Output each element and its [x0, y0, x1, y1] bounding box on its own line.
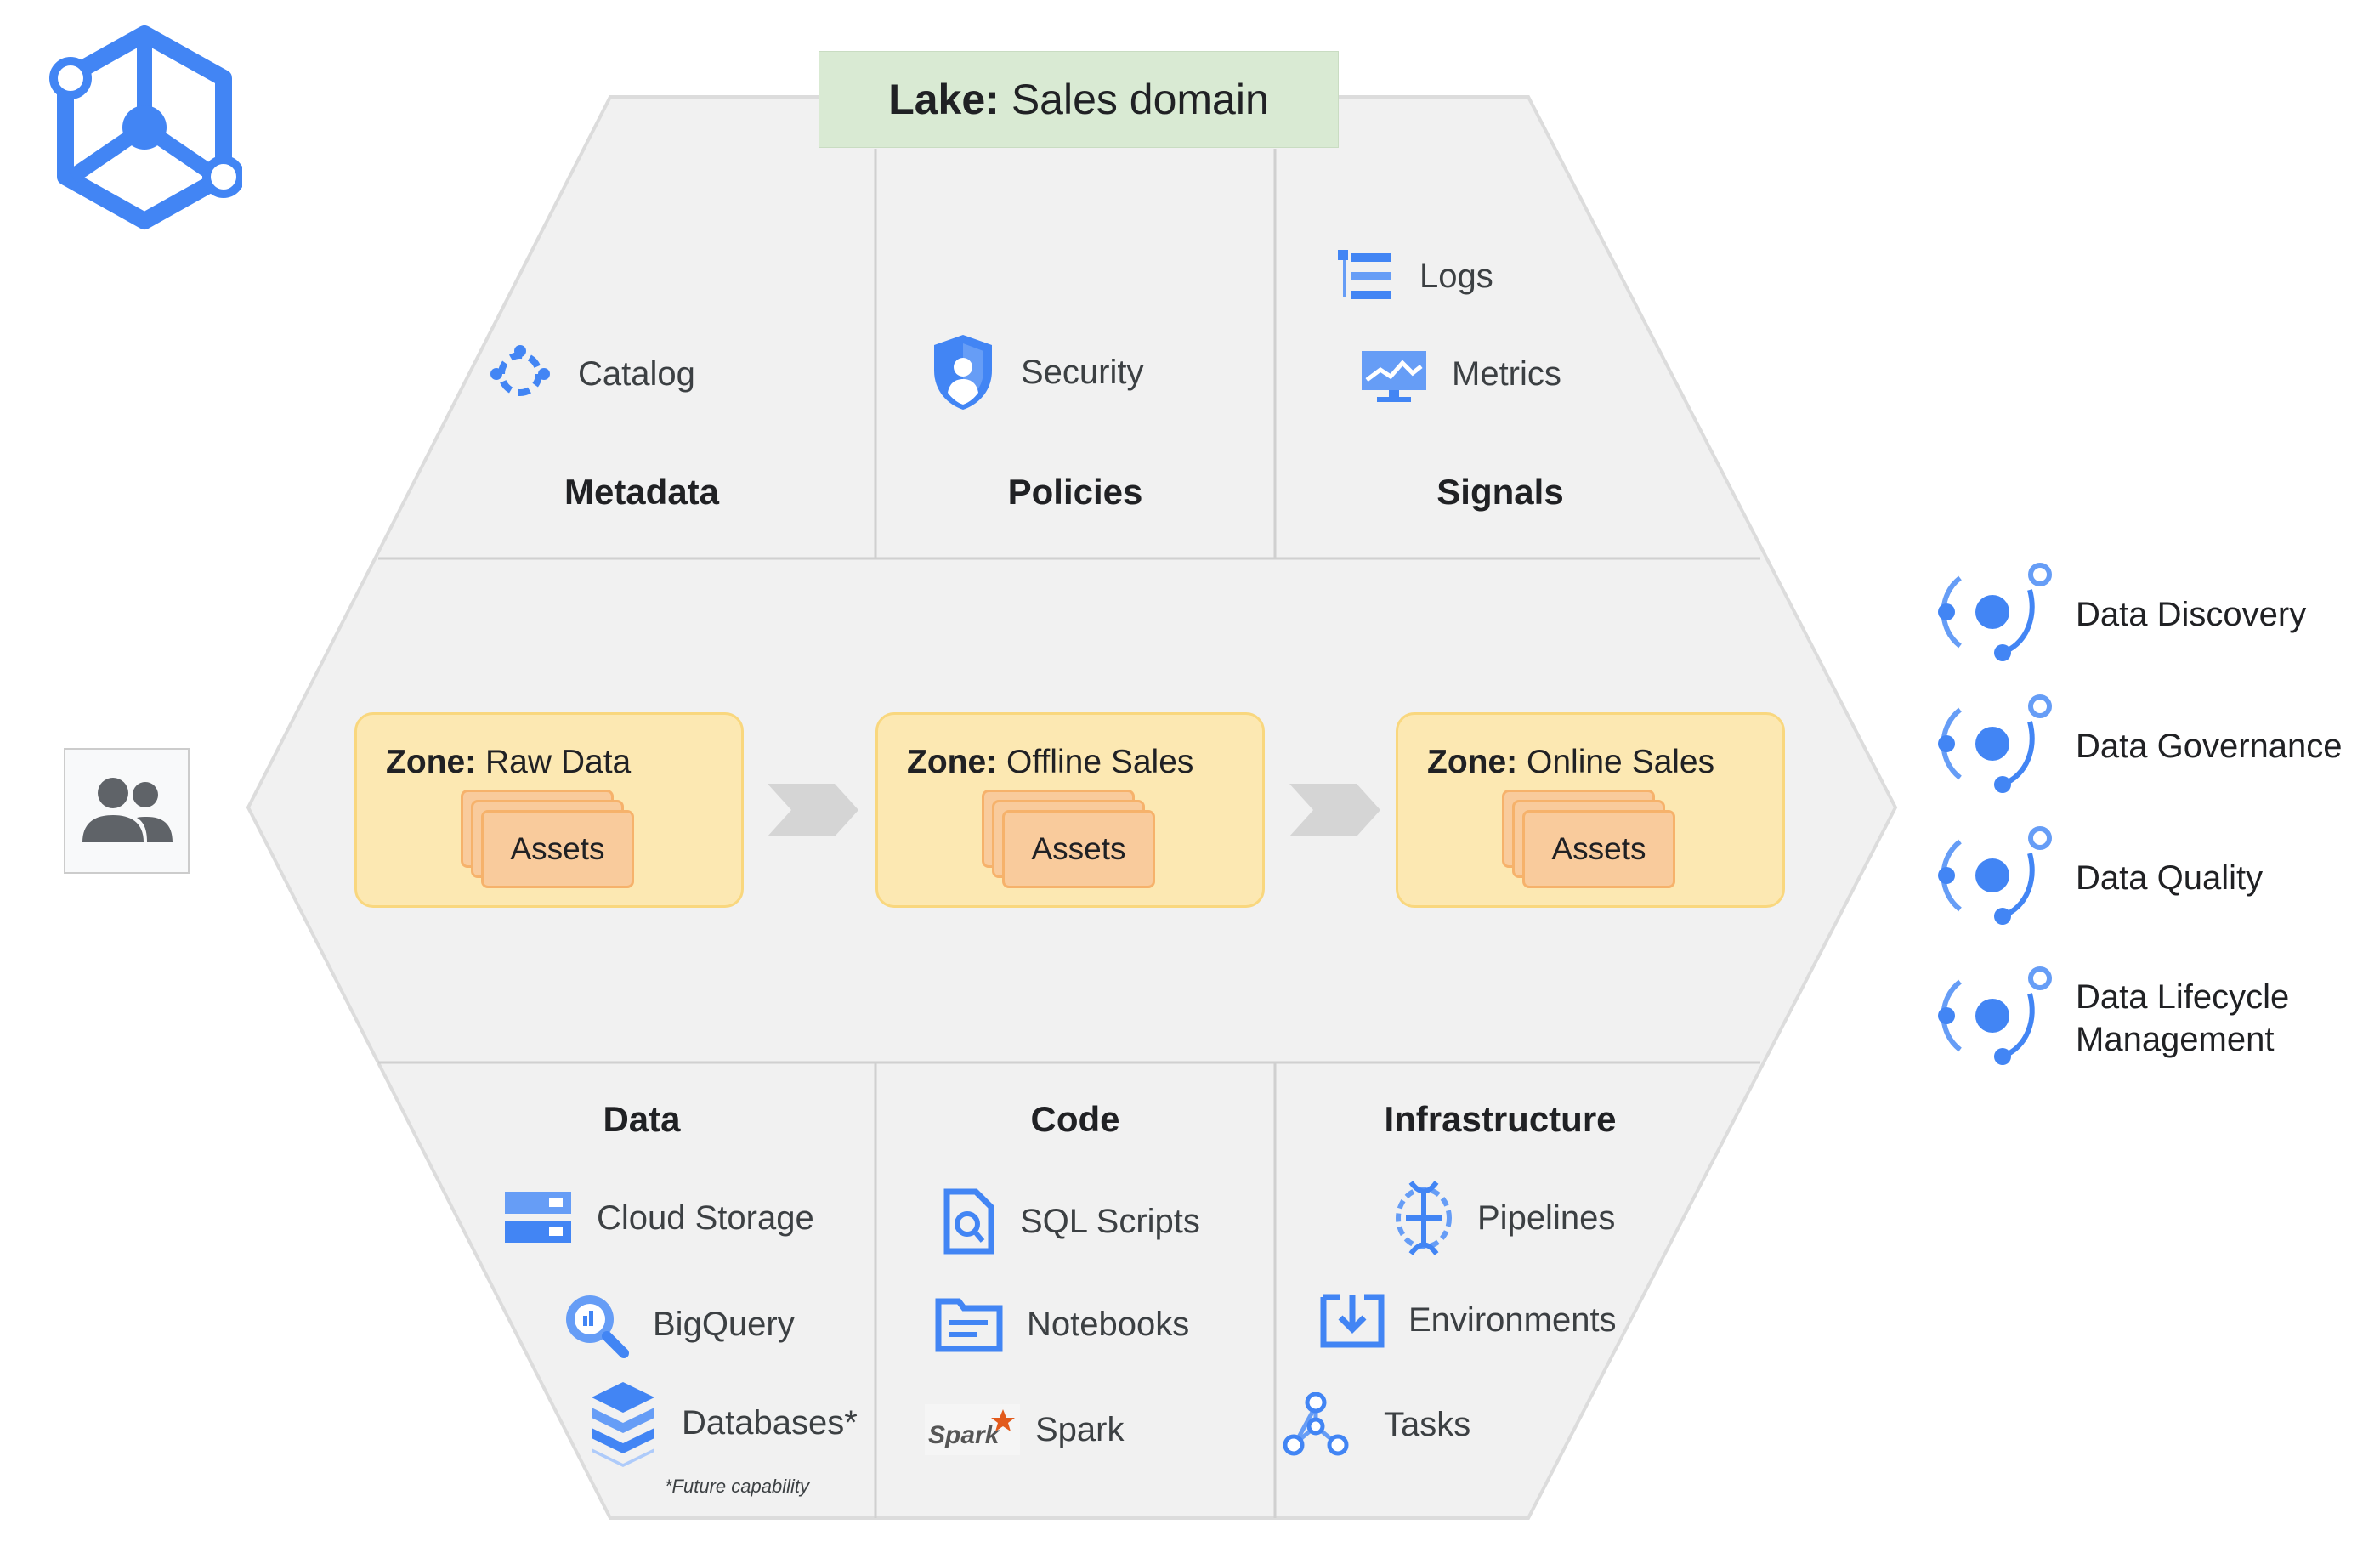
zone-label: Zone: Raw Data	[386, 744, 631, 781]
dataplex-logo-icon	[47, 25, 245, 234]
pipelines-item: Pipelines	[1394, 1177, 1615, 1259]
catalog-label: Catalog	[578, 354, 695, 393]
chevron-arrow-1	[768, 784, 858, 836]
logs-label: Logs	[1420, 257, 1493, 295]
spark-logo: Spark	[925, 1404, 1020, 1455]
notebooks-item: Notebooks	[935, 1296, 1189, 1352]
sql-scripts-item: SQL Scripts	[942, 1188, 1200, 1255]
lake-title: Lake: Sales domain	[819, 51, 1339, 148]
capability-orbit-icon	[1930, 965, 2057, 1071]
spark-item: Spark Spark	[925, 1404, 1125, 1455]
lake-title-text: Sales domain	[1011, 76, 1269, 123]
bigquery-icon	[561, 1290, 629, 1358]
zone-name: Raw Data	[485, 744, 632, 780]
databases-label: Databases*	[682, 1403, 858, 1442]
capability-orbit-icon	[1930, 561, 2057, 667]
environments-item: Environments	[1320, 1292, 1617, 1348]
future-capability-footnote: *Future capability	[665, 1476, 809, 1497]
sql-script-icon	[942, 1188, 996, 1255]
section-label-data: Data	[603, 1099, 681, 1139]
capability-data-lifecycle: Data Lifecycle Management	[1930, 965, 2331, 1071]
cloud-storage-label: Cloud Storage	[597, 1198, 814, 1237]
zone-prefix: Zone:	[386, 744, 477, 780]
notebooks-label: Notebooks	[1027, 1305, 1190, 1343]
pipelines-icon	[1394, 1177, 1454, 1259]
section-label-signals: Signals	[1436, 472, 1564, 512]
logs-icon	[1334, 246, 1396, 306]
capability-label: Data Quality	[2076, 858, 2264, 897]
security-item: Security	[929, 331, 1144, 413]
databases-item: Databases*	[588, 1379, 858, 1467]
capability-orbit-icon	[1930, 824, 2057, 931]
bigquery-item: BigQuery	[561, 1290, 795, 1358]
users-icon	[76, 771, 178, 852]
tasks-item: Tasks	[1282, 1392, 1470, 1457]
capability-label: Data Lifecycle Management	[2076, 977, 2290, 1058]
asset-card: Assets	[481, 810, 634, 888]
shield-icon	[929, 331, 997, 413]
chevron-arrow-2	[1289, 784, 1380, 836]
section-label-metadata: Metadata	[564, 472, 720, 512]
capability-data-quality: Data Quality	[1930, 824, 2263, 931]
zone-label: Zone: Online Sales	[1427, 744, 1714, 781]
section-label-code: Code	[1030, 1099, 1120, 1139]
capability-label: Data Governance	[2076, 727, 2343, 765]
zone-label: Zone: Offline Sales	[907, 744, 1193, 781]
lake-title-prefix: Lake:	[888, 76, 1000, 123]
cloud-storage-icon	[503, 1188, 573, 1248]
catalog-item: Catalog	[486, 344, 695, 404]
capability-orbit-icon	[1930, 693, 2057, 799]
section-label-policies: Policies	[1007, 472, 1143, 512]
capability-data-discovery: Data Discovery	[1930, 561, 2306, 667]
capability-label: Data Discovery	[2076, 595, 2307, 633]
asset-card: Assets	[1002, 810, 1155, 888]
zone-online-sales: Zone: Online Sales Assets	[1396, 712, 1785, 908]
tasks-label: Tasks	[1384, 1405, 1471, 1443]
section-label-infrastructure: Infrastructure	[1384, 1099, 1617, 1139]
databases-icon	[588, 1379, 658, 1467]
spark-label: Spark	[1035, 1410, 1125, 1448]
zone-raw-data: Zone: Raw Data Assets	[354, 712, 744, 908]
environments-label: Environments	[1408, 1300, 1617, 1339]
metrics-item: Metrics	[1360, 344, 1561, 404]
tasks-icon	[1282, 1392, 1350, 1457]
bigquery-label: BigQuery	[653, 1305, 795, 1343]
asset-card: Assets	[1522, 810, 1675, 888]
security-label: Security	[1021, 353, 1144, 391]
capability-data-governance: Data Governance	[1930, 693, 2343, 799]
zone-name: Online Sales	[1527, 744, 1715, 780]
metrics-icon	[1360, 344, 1428, 404]
svg-text:Spark: Spark	[928, 1421, 1000, 1449]
metrics-label: Metrics	[1452, 354, 1561, 393]
notebook-icon	[935, 1296, 1003, 1352]
zone-prefix: Zone:	[1427, 744, 1518, 780]
users-box	[64, 748, 190, 874]
environments-icon	[1320, 1292, 1385, 1348]
zone-prefix: Zone:	[907, 744, 998, 780]
pipelines-label: Pipelines	[1477, 1198, 1616, 1237]
catalog-icon	[486, 344, 554, 404]
sql-scripts-label: SQL Scripts	[1020, 1202, 1200, 1240]
cloud-storage-item: Cloud Storage	[503, 1188, 814, 1248]
zone-name: Offline Sales	[1006, 744, 1194, 780]
logs-item: Logs	[1334, 246, 1493, 306]
zone-offline-sales: Zone: Offline Sales Assets	[876, 712, 1265, 908]
